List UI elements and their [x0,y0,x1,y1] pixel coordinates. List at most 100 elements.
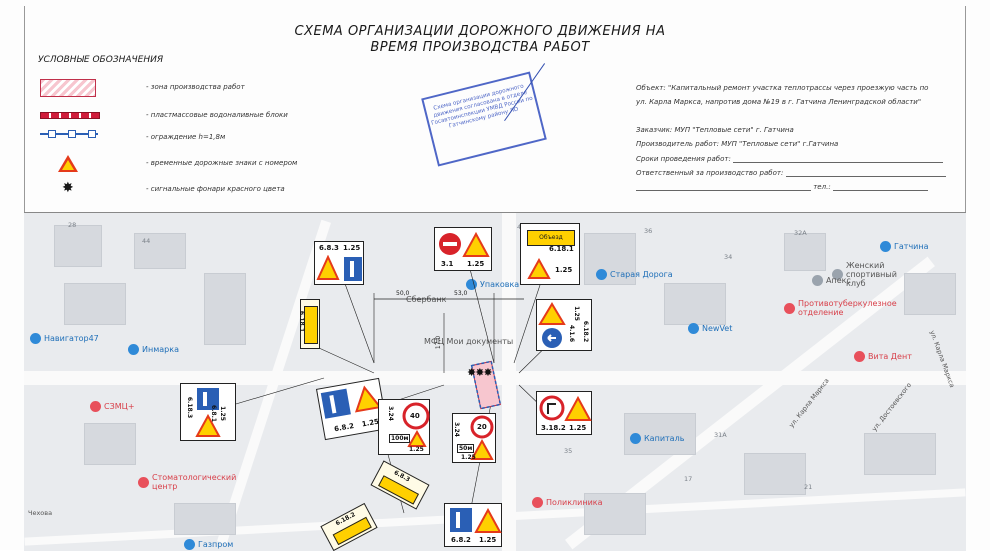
building [174,503,236,535]
signal-lamps: ✸✸✸ [467,366,493,379]
dimension-lines [218,268,565,514]
red-lamp-icon: ✸ [62,180,74,196]
turn-left-sign-icon [538,302,566,348]
building [864,433,936,475]
dimension-label: 53,0 [454,290,468,297]
house-number: 21 [804,483,813,491]
fence-icon [40,129,98,139]
building [784,233,826,271]
sign-card-6-8-3[interactable]: 6.8.3 1.25 [314,241,364,285]
house-number: 44 [142,237,151,245]
house-number: 35 [564,447,573,455]
legend-label: - зона производства работ [146,83,245,91]
legend-label: - сигнальные фонари красного цвета [146,185,285,193]
speed-limit-sign-icon [402,402,430,430]
poi[interactable]: Упаковка [466,279,519,290]
sign-card-3-18-2[interactable]: 3.18.2 1.25 [536,391,592,435]
sign-card-3-1[interactable]: 3.1 1.25 [434,227,492,271]
customer-line: Заказчик: МУП "Тепловые сети" г. Гатчина [636,126,794,134]
house-number: 31А [714,431,727,439]
dimension-label: 50,0 [396,290,410,297]
detour-plate: Объезд [527,230,575,246]
poi[interactable]: МФЦ Мои документы [424,337,514,346]
legend-item-blocks: - пластмассовые водоналивные блоки [40,106,288,124]
scheme-title-line1: СХЕМА ОРГАНИЗАЦИИ ДОРОЖНОГО ДВИЖЕНИЯ НА [294,24,666,39]
responsible-blank [785,168,946,177]
building [584,233,636,285]
poi[interactable]: Навигатор47 [30,333,99,344]
poi[interactable]: Поликлиника [532,497,603,508]
street-label: Чехова [28,509,53,517]
site-map: Старая Дорога Упаковка Навигатор47 Инмар… [24,212,966,551]
poi[interactable]: СЗМЦ+ [90,401,135,412]
speed-limit-sign-icon [470,415,494,460]
building [84,423,136,465]
warning-sign-icon [58,155,78,172]
legend-item-signs: - временные дорожные знаки с номером [40,154,297,172]
poi[interactable]: Вита Дент [854,351,912,362]
building [204,273,246,345]
poi[interactable]: Сбербанк [406,295,447,304]
legend-item-fence: - ограждение h=1,8м [40,128,225,146]
dead-end-sign-icon [450,507,502,533]
road-works-sign-icon [407,430,427,447]
responsible-label: Ответственный за производство работ: [636,169,784,177]
dimension-label: 17,0 [435,335,443,350]
building [64,283,126,325]
hatch-zone-icon [40,79,96,97]
object-line1: Объект: "Капитальный ремонт участка тепл… [636,84,929,92]
dates-line: Сроки проведения работ: [636,154,944,163]
poi[interactable]: Инмарка [128,344,179,355]
sign-card-6-18-3[interactable]: 6.18.3 6.8.1 1.25 [180,383,236,441]
contractor-line: Производитель работ: МУП "Тепловые сети"… [636,140,839,148]
road-works-sign-icon [527,258,551,279]
dead-end-sign-icon [316,255,362,281]
sign-card-6-8-2-low[interactable]: 6.8.2 1.25 [444,503,502,547]
legend-label: - пластмассовые водоналивные блоки [146,111,288,119]
sign-card-3-24-b[interactable]: 20 3.24 50м 1.25 [452,413,496,463]
building [904,273,956,315]
responsible-name-blank [636,182,811,191]
poi[interactable]: Гатчина [880,241,929,252]
poi[interactable]: Стоматологический центр [138,473,236,491]
no-entry-sign-icon [439,231,490,257]
responsible-line: Ответственный за производство работ: [636,168,946,177]
legend-label: - временные дорожные знаки с номером [146,159,298,167]
sign-card-6-8-2[interactable]: 6.8.2 1.25 [315,377,389,441]
phone-label: тел.: [813,183,831,191]
legend-item-lamps: ✸ - сигнальные фонари красного цвета [40,180,285,198]
sign-card-6-18-1-left[interactable]: 6.18.1 [298,299,320,349]
poi[interactable]: Старая Дорога [596,269,673,280]
house-number: 32А [794,229,807,237]
no-right-turn-sign-icon [539,395,592,421]
legend-item-zone: - зона производства работ [40,78,245,97]
sign-card-3-24[interactable]: 40 3.24 100м 1.25 [378,399,430,455]
dates-blank [733,154,944,163]
road-vertical [502,213,516,551]
legend-heading: УСЛОВНЫЕ ОБОЗНАЧЕНИЯ [38,55,164,65]
scheme-title-line2: ВРЕМЯ ПРОИЗВОДСТВА РАБОТ [370,40,590,55]
water-blocks-icon [40,112,100,119]
building [134,233,186,269]
sign-card-4-1-6[interactable]: 4.1.6 1.25 6.18.2 [536,299,592,351]
dates-label: Сроки проведения работ: [636,155,731,163]
poi[interactable]: NewVet [688,323,732,334]
dead-end-sign-icon [320,385,382,419]
legend-label: - ограждение h=1,8м [146,133,226,141]
sheet-frame [24,6,966,212]
poi[interactable]: Противотуберкулезное отделение [784,299,898,317]
sign-card-6-18-1[interactable]: Объезд 6.18.1 1.25 [520,223,580,285]
poi[interactable]: Женский спортивный клуб [832,261,916,288]
phone-blank [832,182,928,191]
house-number: 36 [644,227,653,235]
poi[interactable]: Капиталь [630,433,684,444]
house-number: 17 [684,475,693,483]
house-number: 34 [724,253,733,261]
sign-stack-icon [195,388,221,437]
poi[interactable]: Газпром [184,539,233,550]
phone-line: тел.: [636,182,928,191]
building [744,453,806,495]
poi[interactable]: Апекс [812,275,851,286]
house-number: 28 [68,221,77,229]
